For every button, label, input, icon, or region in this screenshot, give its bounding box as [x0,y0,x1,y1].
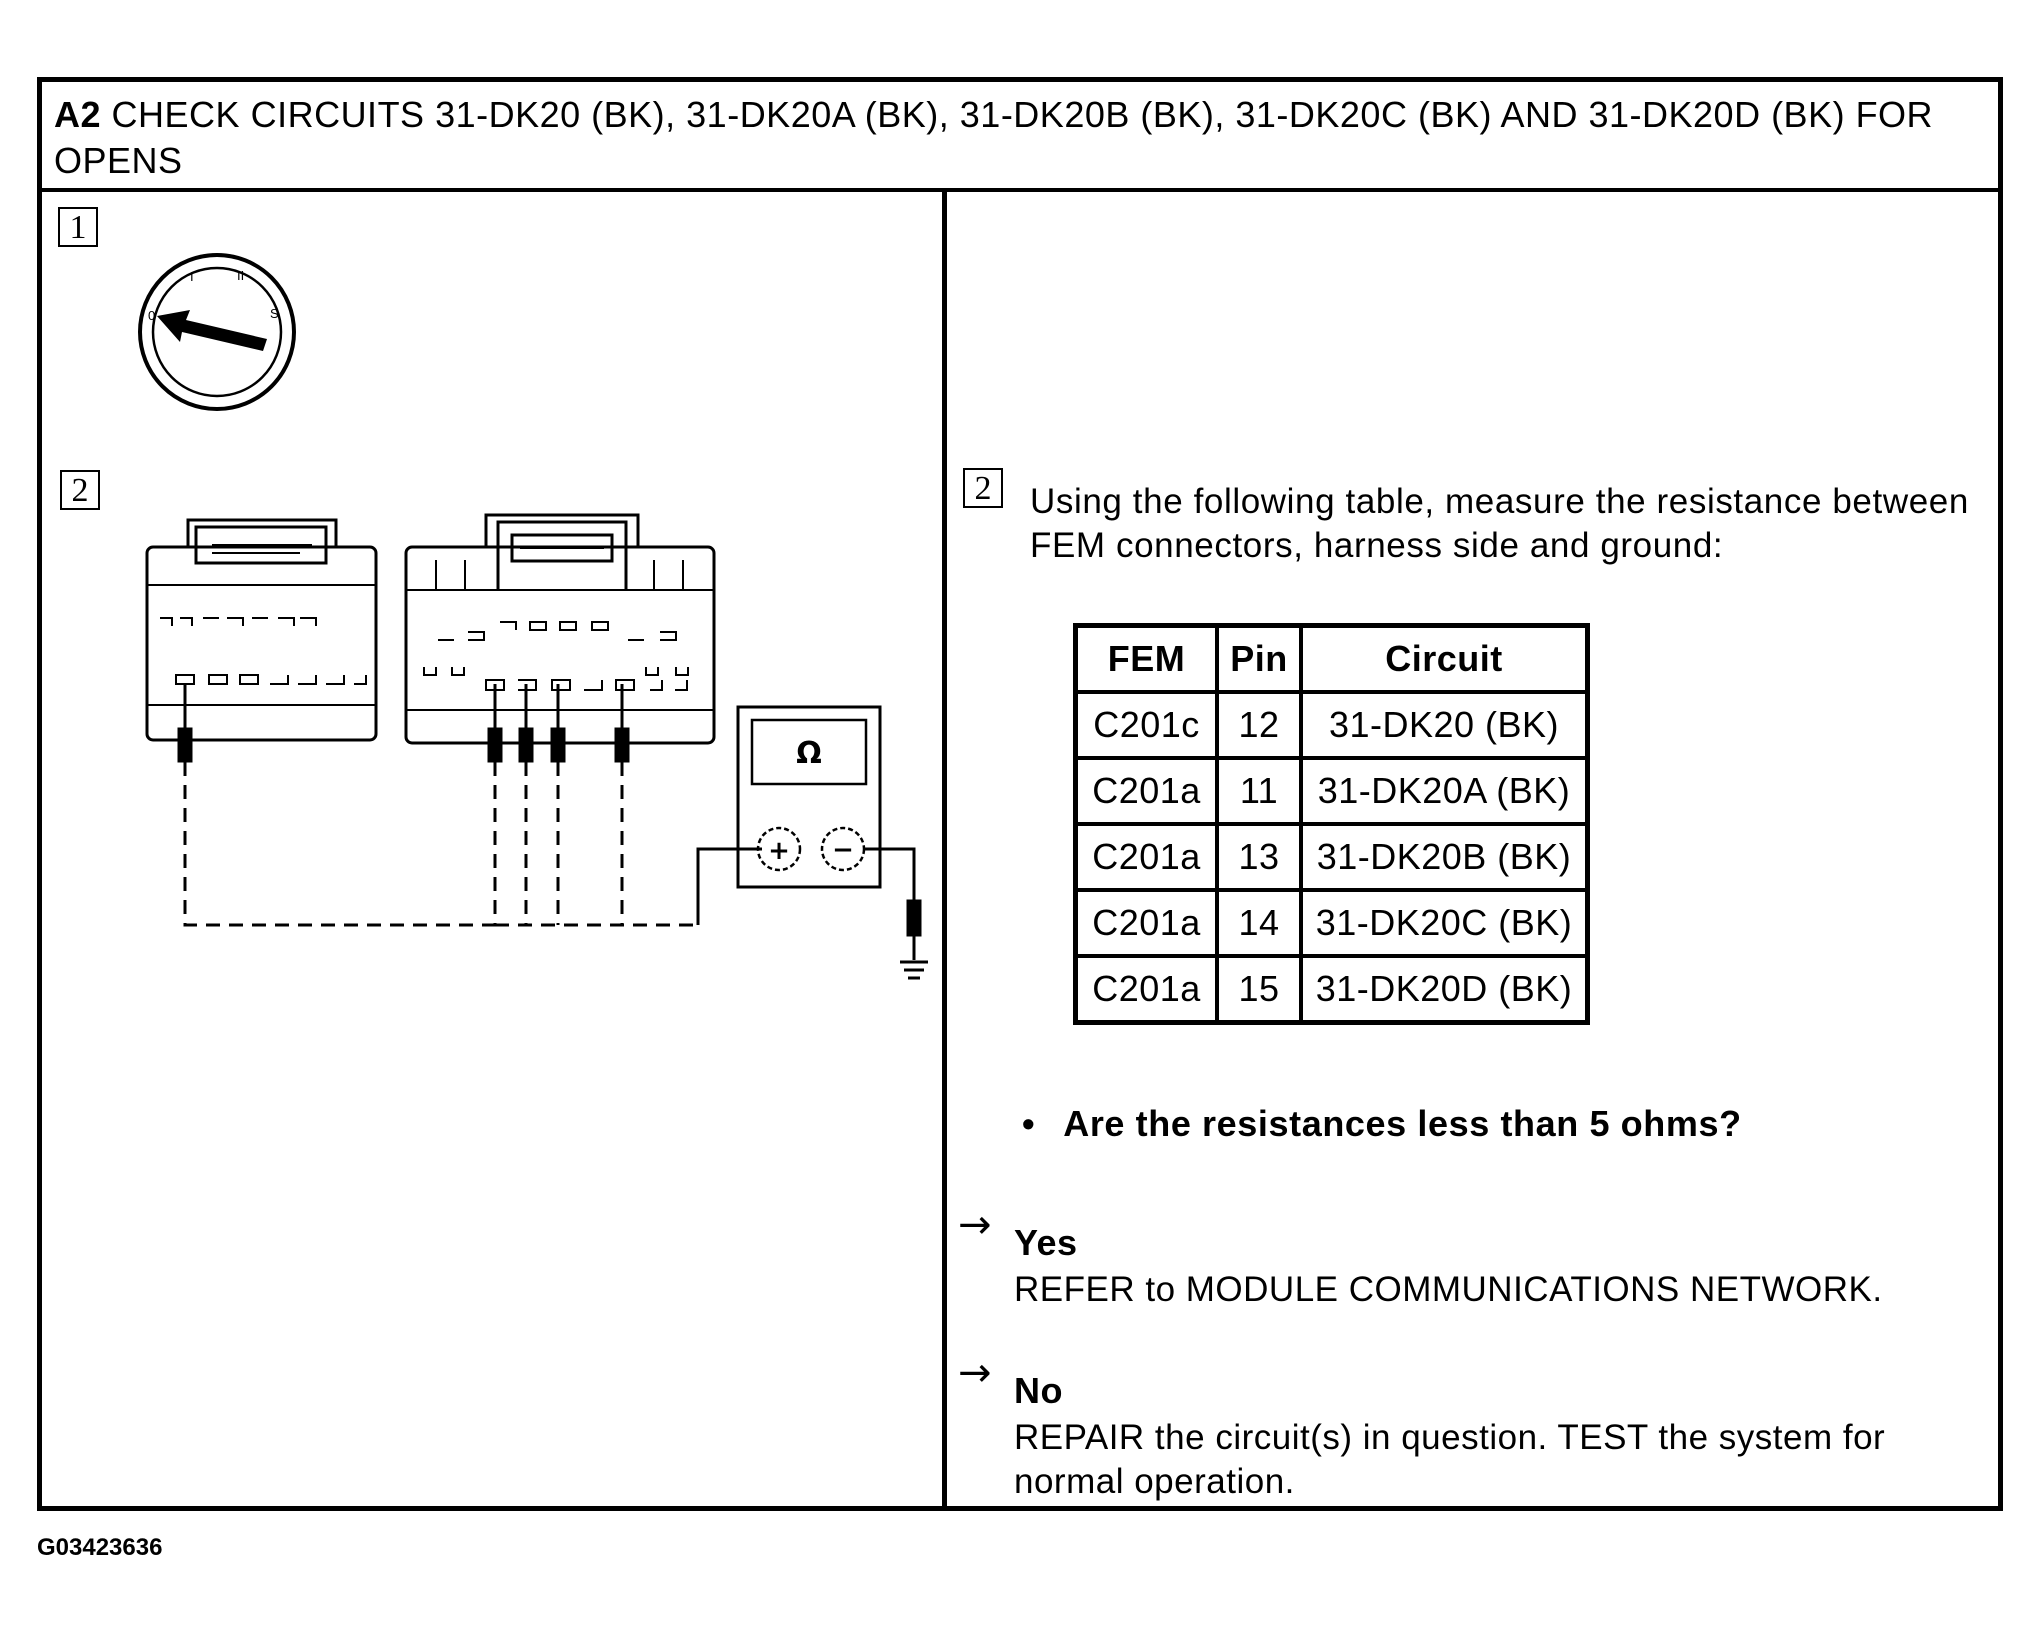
cell-pin: 14 [1215,888,1303,958]
answer-yes-label: Yes [1014,1222,1078,1263]
positive-lead [696,847,762,925]
table-row: C201c 12 31-DK20 (BK) [1073,690,1590,760]
cell-fem: C201a [1073,954,1219,1025]
cell-circuit: 31-DK20B (BK) [1299,822,1590,892]
ground-lead [864,847,922,960]
column-divider [942,188,947,1506]
meter-plus-terminal: + [768,836,790,866]
ignition-pos-2: II [237,268,244,283]
connector-c201c [145,518,378,742]
arrow-right-icon: → [958,1350,993,1396]
ground-icon [900,960,928,980]
procedure-frame: A2 CHECK CIRCUITS 31-DK20 (BK), 31-DK20A… [37,77,2003,1511]
resistance-question: • Are the resistances less than 5 ohms? [1022,1103,1742,1145]
test-probes [177,684,630,763]
cell-fem: C201a [1073,756,1219,826]
cell-fem: C201a [1073,822,1219,892]
header-pin: Pin [1215,623,1303,694]
answer-no-label: No [1014,1370,1063,1411]
ignition-switch-icon: 0 I II S [138,253,296,411]
ignition-pos-1: I [190,269,194,284]
arrow-right-icon: → [958,1202,993,1248]
step-1-box: 1 [58,207,98,247]
cell-fem: C201c [1073,690,1219,760]
meter-minus-terminal: − [832,835,854,865]
measurement-instruction: Using the following table, measure the r… [1030,482,1969,565]
figure-id: G03423636 [37,1534,163,1561]
ohmmeter-icon: Ω + − [736,705,882,889]
table-row: C201a 13 31-DK20B (BK) [1073,822,1590,892]
header-circuit: Circuit [1299,623,1590,694]
cell-circuit: 31-DK20 (BK) [1299,690,1590,760]
cell-fem: C201a [1073,888,1219,958]
table-row: C201a 14 31-DK20C (BK) [1073,888,1590,958]
cell-circuit: 31-DK20D (BK) [1299,954,1590,1025]
step-header: A2 CHECK CIRCUITS 31-DK20 (BK), 31-DK20A… [42,82,1998,192]
cell-pin: 11 [1215,756,1303,826]
table-header-row: FEM Pin Circuit [1073,623,1590,694]
cell-pin: 15 [1215,954,1303,1025]
bullet-icon: • [1022,1103,1036,1144]
ohm-symbol: Ω [796,736,822,771]
step-2-box-left: 2 [60,470,100,510]
cell-pin: 12 [1215,690,1303,760]
dashed-test-leads [183,762,698,927]
step-title-text: CHECK CIRCUITS 31-DK20 (BK), 31-DK20A (B… [54,94,1934,181]
answer-yes-text: REFER to MODULE COMMUNICATIONS NETWORK. [1014,1270,1883,1309]
cell-pin: 13 [1215,822,1303,892]
header-fem: FEM [1073,623,1219,694]
table-row: C201a 11 31-DK20A (BK) [1073,756,1590,826]
answer-no-text: REPAIR the circuit(s) in question. TEST … [1014,1418,1886,1501]
connector-c201a [404,513,716,745]
question-text: Are the resistances less than 5 ohms? [1063,1103,1742,1144]
step-id: A2 [54,94,102,135]
fem-pin-table: FEM Pin Circuit C201c 12 31-DK20 (BK) C2… [1073,623,1590,1025]
step-2-box-right: 2 [963,468,1003,508]
cell-circuit: 31-DK20A (BK) [1299,756,1590,826]
table-row: C201a 15 31-DK20D (BK) [1073,954,1590,1025]
ignition-pos-0: 0 [148,308,155,323]
step-title: A2 CHECK CIRCUITS 31-DK20 (BK), 31-DK20A… [54,92,1934,184]
ignition-pos-s: S [270,306,279,321]
cell-circuit: 31-DK20C (BK) [1299,888,1590,958]
